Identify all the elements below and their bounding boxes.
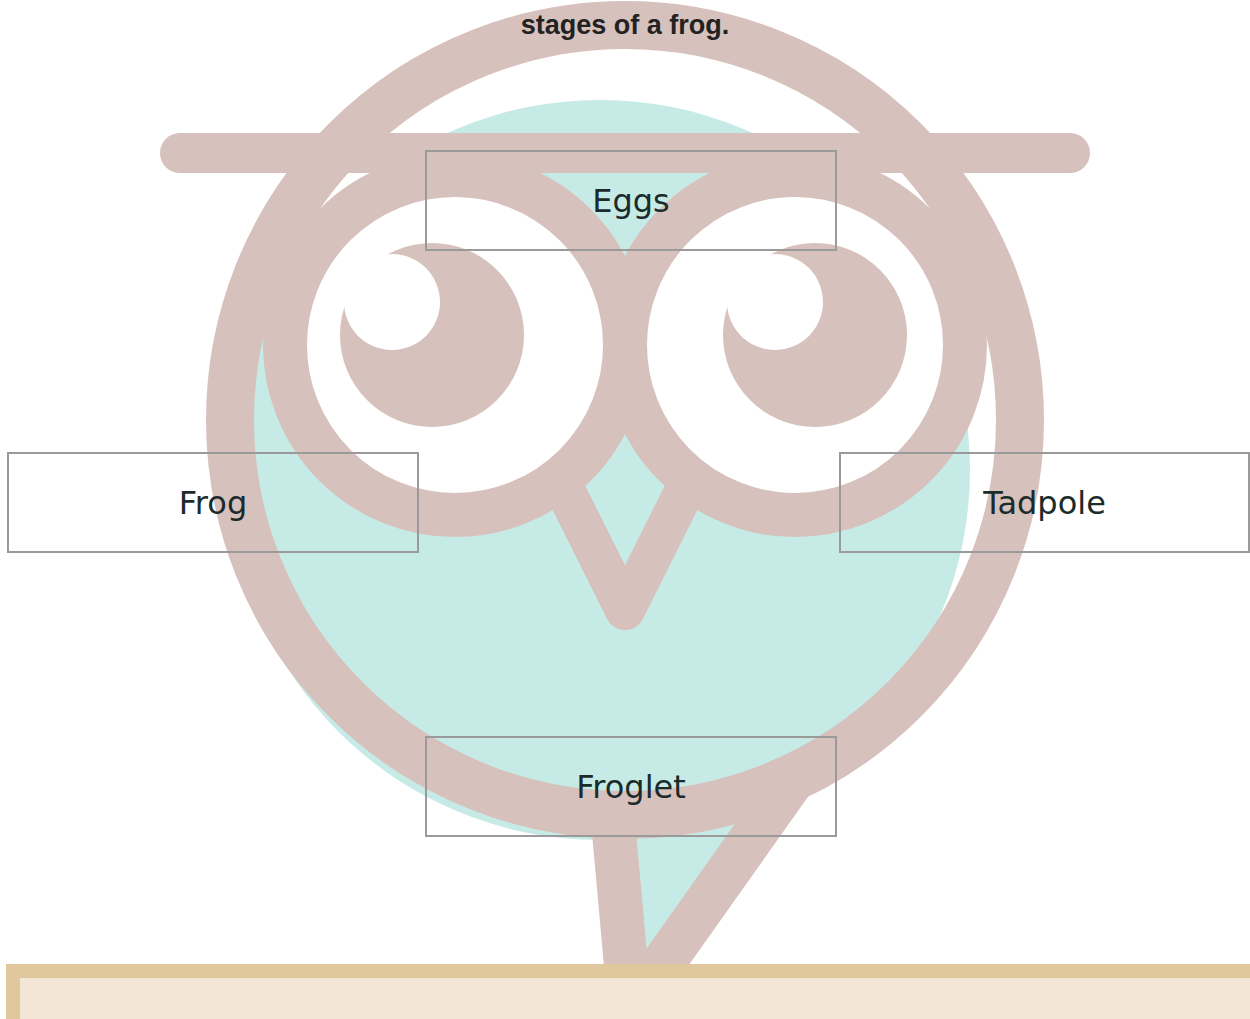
stage-label: Eggs: [592, 182, 670, 220]
stage-box: Frog: [7, 452, 419, 553]
stage-label: Froglet: [576, 768, 686, 806]
stage-box: Tadpole: [839, 452, 1250, 553]
stage-label: Tadpole: [983, 484, 1106, 522]
stage-label: Frog: [179, 484, 247, 522]
bottom-panel: [6, 964, 1250, 1019]
stage-box: Eggs: [425, 150, 837, 251]
diagram-title: stages of a frog.: [0, 10, 1250, 41]
stage-box: Froglet: [425, 736, 837, 837]
